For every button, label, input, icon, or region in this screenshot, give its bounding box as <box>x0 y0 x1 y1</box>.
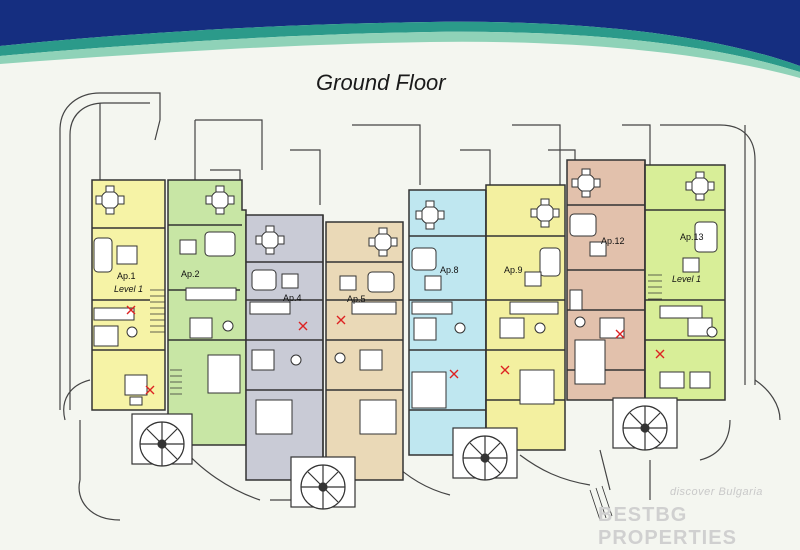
ap1-level: Level 1 <box>114 284 143 294</box>
ap2-block <box>167 179 247 446</box>
ap4-label: Ap.4 <box>283 293 302 303</box>
kitchens <box>93 287 703 321</box>
interior-walls <box>92 160 725 480</box>
floor-plan-drawing: Ap.1 Level 1 Ap.2 Ap.4 Ap.5 Ap.8 Ap.9 Ap… <box>0 0 800 521</box>
apartment-labels: Ap.1 Level 1 Ap.2 Ap.4 Ap.5 Ap.8 Ap.9 Ap… <box>114 232 704 304</box>
ap12-label: Ap.12 <box>601 236 625 246</box>
ap13-label: Ap.13 <box>680 232 704 242</box>
terrace-tables <box>95 168 715 257</box>
red-markers <box>126 305 665 395</box>
watermark-line2: BESTBG PROPERTIES <box>598 504 737 549</box>
watermark-line1: discover Bulgaria <box>670 486 763 498</box>
beds <box>207 339 606 435</box>
ap5-label: Ap.5 <box>347 294 366 304</box>
page-title: Ground Floor <box>316 70 446 95</box>
living-furniture <box>93 213 718 293</box>
header-wave <box>0 0 800 78</box>
dining-tables <box>124 371 711 406</box>
bathrooms <box>93 316 718 371</box>
spiral-stairs <box>131 397 678 521</box>
ap1-block <box>91 179 166 411</box>
ap9-block <box>485 184 566 451</box>
stairs <box>150 274 662 395</box>
ap2-label: Ap.2 <box>181 269 200 279</box>
ap13-level: Level 1 <box>672 274 701 284</box>
ap4-block <box>245 214 324 481</box>
ap8-label: Ap.8 <box>440 265 459 275</box>
ap9-label: Ap.9 <box>504 265 523 275</box>
ap1-label: Ap.1 <box>117 271 136 281</box>
